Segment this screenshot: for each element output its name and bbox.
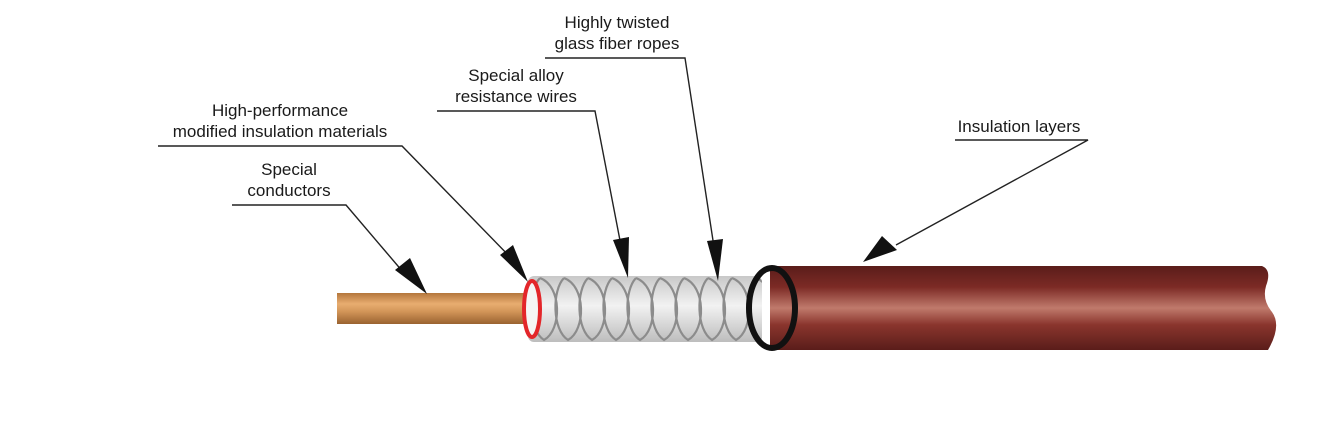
leader-insulation-layers (895, 139, 1089, 246)
resistance-wire-wrap (528, 276, 762, 342)
label-special-conductors: Special conductors (247, 160, 331, 200)
leader-alloy-wires (437, 110, 624, 257)
wire-coil (578, 276, 607, 342)
inner-insulation-ring (522, 279, 542, 339)
wire-coil (674, 276, 703, 342)
insulation-jacket (770, 266, 1277, 350)
wire-coil (650, 276, 679, 342)
leader-glass-fiber (545, 57, 717, 261)
wire-coil (626, 276, 655, 342)
leader-lines (158, 57, 1089, 280)
wire-coil (554, 276, 583, 342)
jacket-end-ring (746, 265, 798, 351)
arrow-glass-fiber (707, 239, 723, 281)
arrow-special-conductors (395, 258, 427, 294)
arrow-modified-insulation (500, 245, 528, 282)
leader-modified-insulation (158, 145, 516, 263)
copper-conductor (337, 293, 533, 324)
arrowheads (395, 236, 897, 294)
label-modified-insulation: High-performance modified insulation mat… (172, 101, 388, 141)
label-alloy-resistance-wires: Special alloy resistance wires (455, 66, 577, 106)
leader-special-conductors (232, 204, 410, 280)
label-glass-fiber-ropes: Highly twisted glass fiber ropes (554, 13, 680, 53)
wire-coil (602, 276, 631, 342)
label-insulation-layers: Insulation layers (957, 117, 1081, 136)
arrow-alloy-wires (613, 237, 629, 278)
arrow-insulation-layers (863, 236, 897, 262)
wire-coil (722, 276, 751, 342)
wire-coil (698, 276, 727, 342)
